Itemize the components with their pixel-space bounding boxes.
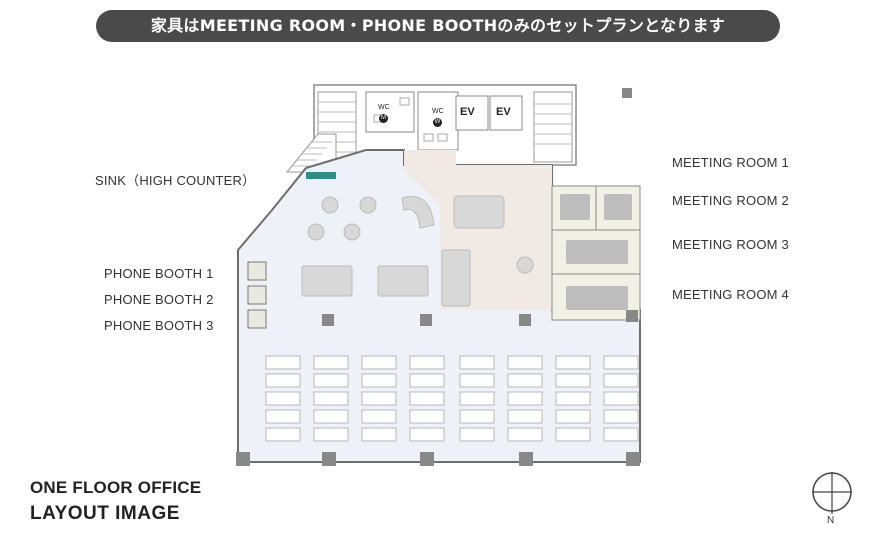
desk <box>361 391 397 406</box>
desk <box>409 409 445 424</box>
desk <box>507 427 543 442</box>
badge-men: M <box>379 114 388 123</box>
label-phone-booth-2: PHONE BOOTH 2 <box>104 292 214 307</box>
desk <box>409 427 445 442</box>
desk <box>603 409 639 424</box>
label-sink: SINK（HIGH COUNTER） <box>95 173 256 188</box>
label-meeting-room-2: MEETING ROOM 2 <box>672 193 789 208</box>
label-wc-men: WC <box>378 104 390 111</box>
desk <box>265 409 301 424</box>
phone-booth-3 <box>247 309 267 329</box>
label-phone-booth-3: PHONE BOOTH 3 <box>104 318 214 333</box>
desk <box>313 391 349 406</box>
label-meeting-room-4: MEETING ROOM 4 <box>672 287 789 302</box>
desk <box>459 391 495 406</box>
compass-north-label: N <box>827 515 835 526</box>
desk <box>555 427 591 442</box>
lounge-area <box>404 150 552 310</box>
elevator-1 <box>455 95 489 131</box>
desk <box>313 427 349 442</box>
title-line-2: LAYOUT IMAGE <box>30 503 180 524</box>
desk <box>265 427 301 442</box>
desk <box>603 355 639 370</box>
title-line-1: ONE FLOOR OFFICE <box>30 478 202 497</box>
compass-icon <box>812 472 852 514</box>
desk <box>313 409 349 424</box>
desk <box>361 355 397 370</box>
desk-grid <box>265 355 639 442</box>
stair-right <box>533 91 573 163</box>
sink-counter <box>306 172 336 179</box>
desk <box>313 355 349 370</box>
desk <box>459 427 495 442</box>
badge-women: W <box>433 118 442 127</box>
desk <box>507 409 543 424</box>
notice-banner: 家具はMEETING ROOM・PHONE BOOTHのみのセットプランとなりま… <box>96 10 780 42</box>
label-meeting-room-1: MEETING ROOM 1 <box>672 155 789 170</box>
label-ev-2: EV <box>496 106 511 118</box>
label-wc-women: WC <box>432 108 444 115</box>
desk <box>265 355 301 370</box>
desk <box>361 427 397 442</box>
desk <box>507 355 543 370</box>
desk <box>409 373 445 388</box>
cafe-furniture <box>301 195 534 307</box>
desk <box>555 355 591 370</box>
desk <box>361 409 397 424</box>
phone-booth-2 <box>247 285 267 305</box>
desk <box>459 373 495 388</box>
desk <box>507 391 543 406</box>
desk <box>459 409 495 424</box>
label-meeting-room-3: MEETING ROOM 3 <box>672 237 789 252</box>
desk <box>361 373 397 388</box>
phone-booth-1 <box>247 261 267 281</box>
label-ev-1: EV <box>460 106 475 118</box>
desk <box>603 391 639 406</box>
desk <box>409 355 445 370</box>
label-phone-booth-1: PHONE BOOTH 1 <box>104 266 214 281</box>
desk <box>265 373 301 388</box>
elevator-2 <box>489 95 523 131</box>
desk <box>603 373 639 388</box>
desk <box>507 373 543 388</box>
desk <box>409 391 445 406</box>
desk <box>459 355 495 370</box>
desk <box>555 391 591 406</box>
desk <box>555 409 591 424</box>
desk <box>313 373 349 388</box>
desk <box>555 373 591 388</box>
desk <box>603 427 639 442</box>
desk <box>265 391 301 406</box>
